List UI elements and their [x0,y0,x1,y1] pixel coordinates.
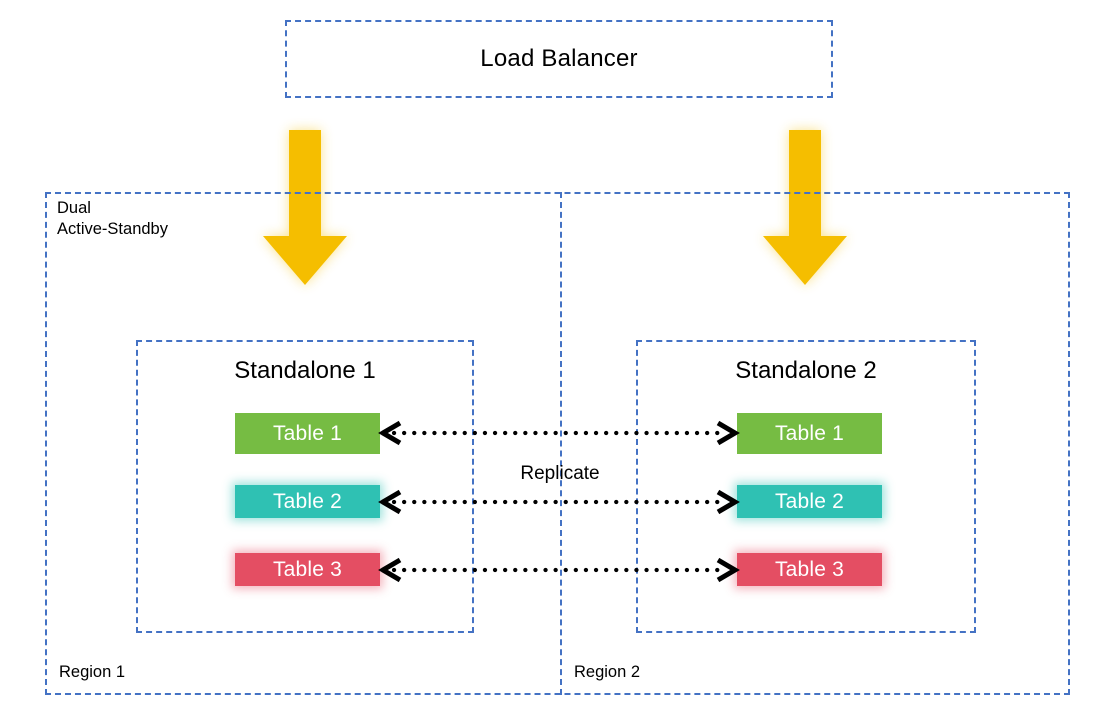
standalone-2-title: Standalone 2 [735,357,877,384]
standalone-1-title: Standalone 1 [234,357,376,384]
replicate-arrow-table-3 [378,557,740,583]
replicate-label: Replicate [520,463,600,484]
replicate-arrow-table-1 [378,420,740,446]
standalone-2-box: Standalone 2 [636,340,976,633]
standalone-1-table-2: Table 2 [235,485,380,518]
standalone-1-box: Standalone 1 [136,340,474,633]
standalone-1-table-1: Table 1 [235,413,380,454]
load-balancer-label: Load Balancer [480,45,638,72]
standalone-2-table-2: Table 2 [737,485,882,518]
load-balancer-box: Load Balancer [285,20,833,98]
region-2-label: Region 2 [574,663,641,681]
dual-active-standby-label: Dual Active-Standby [57,199,168,238]
region-1-label: Region 1 [59,663,126,681]
standalone-2-table-3: Table 3 [737,553,882,586]
traffic-arrow-down-left [263,130,347,285]
traffic-arrow-down-right [763,130,847,285]
dual-active-standby-region [45,192,1070,695]
standalone-1-table-3: Table 3 [235,553,380,586]
region-divider [560,192,562,695]
standalone-2-table-1: Table 1 [737,413,882,454]
replicate-arrow-table-2 [378,489,740,515]
